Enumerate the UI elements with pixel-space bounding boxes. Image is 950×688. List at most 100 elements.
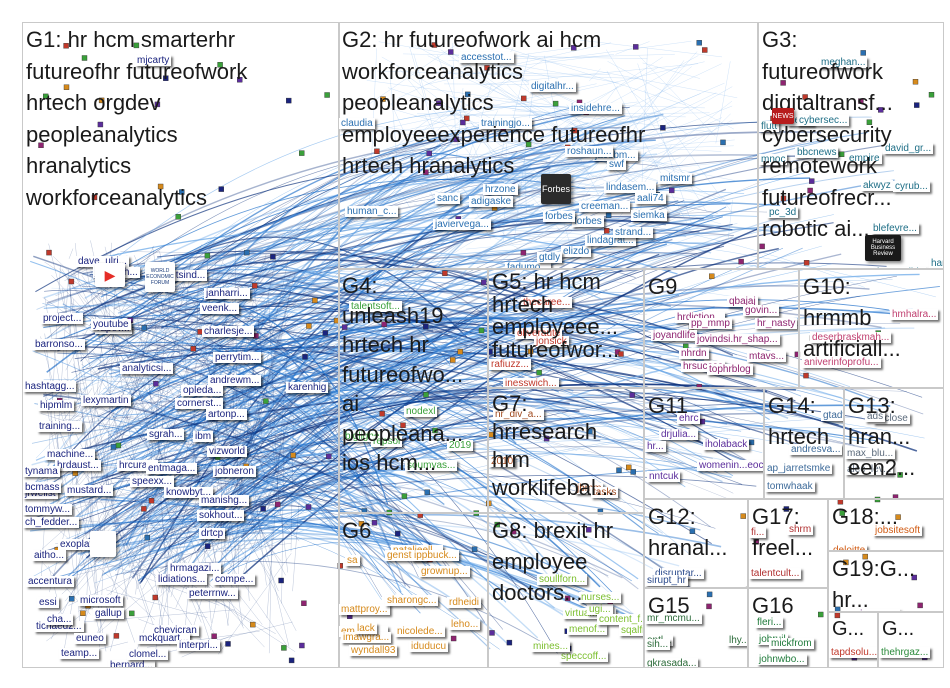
node-label[interactable]: vizworld [207, 446, 248, 457]
node-label[interactable]: jbmm [575, 483, 604, 494]
node-label[interactable]: nhrdn [679, 348, 709, 359]
node-label[interactable]: sgrah... [147, 429, 185, 440]
node-label[interactable]: ugi... [587, 604, 613, 615]
node-label[interactable]: flutt [759, 121, 780, 132]
node-label[interactable]: mr_mcmu... [645, 613, 702, 624]
node-label[interactable]: lack [355, 623, 377, 634]
node-label[interactable]: harvardbiz [875, 267, 926, 268]
forbes-logo-icon[interactable]: Forbes [541, 174, 571, 204]
node-label[interactable]: imawgra... [341, 632, 392, 643]
node-label[interactable]: cornerst... [175, 398, 224, 409]
node-label[interactable]: training... [37, 421, 83, 432]
node-label[interactable]: euneo [74, 633, 106, 644]
node-label[interactable]: ch_fedder... [23, 517, 80, 528]
node-label[interactable]: aniverinfoprofu... [802, 357, 881, 368]
node-label[interactable]: akwyz [861, 180, 893, 191]
node-label[interactable]: menof... [567, 624, 608, 635]
node-label[interactable]: lindagrat... [585, 235, 636, 246]
node-label[interactable]: gensto... [385, 550, 428, 561]
node-label[interactable]: rafiuzz... [489, 359, 531, 370]
microsoft-logo-icon[interactable] [90, 531, 116, 557]
node-label[interactable]: david_gr... [883, 143, 934, 154]
node-label[interactable]: cheyicran [152, 625, 199, 636]
node-label[interactable]: microsoft [78, 595, 123, 606]
node-label[interactable]: mjcarty [135, 55, 172, 66]
node-label[interactable]: entmaga... [146, 463, 198, 474]
node-label[interactable]: hrcura... [117, 460, 158, 471]
node-label[interactable]: wyndall93 [349, 645, 398, 656]
node-label[interactable]: meghan... [819, 57, 868, 68]
node-label[interactable]: creeman... [579, 201, 631, 212]
node-label[interactable]: perrytim... [213, 352, 262, 363]
node-label[interactable]: pc_3d [767, 207, 799, 218]
node-label[interactable]: hr... [645, 441, 666, 452]
node-label[interactable]: inesswich... [503, 378, 559, 388]
node-label[interactable]: lizclose [873, 413, 910, 424]
node-label[interactable]: fadumo... [505, 262, 551, 268]
node-label[interactable]: fi... [749, 527, 767, 538]
node-label[interactable]: ippbuck... [412, 550, 459, 561]
node-label[interactable]: sih... [645, 639, 671, 650]
node-label[interactable]: leho... [449, 619, 481, 630]
node-label[interactable]: gtadve [821, 410, 843, 421]
node-label[interactable]: mickfrom [769, 638, 814, 649]
node-label[interactable]: womenin...eoc [697, 460, 764, 471]
node-label[interactable]: jacobm... [593, 150, 638, 161]
node-label[interactable]: tapdsolu... [829, 647, 878, 658]
node-label[interactable]: forbes [543, 211, 575, 222]
node-label[interactable]: ads [865, 411, 886, 422]
node-label[interactable]: lidiations... [156, 574, 208, 585]
node-label[interactable]: tichaedz... [34, 621, 84, 632]
node-label[interactable]: joyandlife [651, 330, 698, 341]
node-label[interactable]: javiervega... [433, 219, 491, 230]
node-label[interactable]: exoplatfo... [58, 539, 111, 550]
node-label[interactable]: talentcult... [749, 568, 802, 579]
node-label[interactable]: mines... [531, 641, 571, 652]
node-label[interactable]: adigaske [469, 196, 514, 207]
node-label[interactable]: iholaback [703, 439, 750, 450]
node-label[interactable]: karenhig [286, 382, 329, 393]
node-label[interactable]: accentura [26, 576, 74, 587]
node-label[interactable]: mckquart... [137, 633, 191, 644]
node-label[interactable]: janharri... [204, 288, 250, 299]
node-label[interactable]: essi [37, 597, 59, 608]
node-label[interactable]: hipmlm [38, 400, 75, 411]
node-label[interactable]: ibm [193, 431, 214, 442]
node-label[interactable]: andrewm... [208, 375, 262, 386]
node-label[interactable]: forbes [572, 216, 604, 227]
node-label[interactable]: bernard... [108, 660, 155, 667]
node-label[interactable]: thehrgaz... [879, 647, 931, 658]
node-label[interactable]: opleda... [181, 385, 224, 396]
node-label[interactable]: aitho... [32, 550, 67, 561]
node-label[interactable]: digitalhr... [529, 81, 576, 92]
node-label[interactable]: alec_lev... [845, 464, 894, 475]
node-label[interactable]: youtube [91, 319, 131, 330]
node-label[interactable]: iduducu [409, 641, 449, 652]
node-label[interactable]: roshaun... [565, 146, 614, 157]
node-label[interactable]: bcmass [23, 482, 62, 493]
node-label[interactable]: clomel... [127, 649, 169, 660]
node-label[interactable]: project... [41, 313, 84, 324]
node-label[interactable]: sqalfr... [619, 625, 643, 636]
node-label[interactable]: hrmagazi... [168, 563, 222, 574]
node-label[interactable]: sirupt_hr [645, 575, 688, 586]
node-label[interactable]: hashtagg... [23, 381, 77, 392]
node-label[interactable]: soumyas... [405, 460, 458, 471]
node-label[interactable]: jonsick [534, 336, 569, 347]
node-label[interactable]: gallup [93, 608, 124, 619]
node-label[interactable]: barronso... [33, 339, 85, 350]
node-label[interactable]: disruptar... [653, 568, 704, 579]
node-label[interactable]: nntcuk [647, 471, 681, 482]
node-label[interactable]: jobneron [213, 466, 256, 477]
node-label[interactable]: harv... [929, 258, 943, 268]
node-label[interactable]: speexx... [130, 476, 175, 487]
node-label[interactable]: soullforn... [537, 574, 588, 585]
node-label[interactable]: cybersec... [797, 115, 850, 126]
node-label[interactable]: analyticsi... [120, 363, 174, 374]
node-label[interactable]: tomwhaak [765, 481, 815, 492]
node-label[interactable]: teamp... [59, 648, 100, 659]
node-label[interactable]: nurses... [579, 592, 622, 603]
node-label[interactable]: shrm [787, 524, 814, 535]
node-label[interactable]: dave_ulri... [76, 256, 129, 267]
node-label[interactable]: nicolede... [395, 626, 445, 637]
